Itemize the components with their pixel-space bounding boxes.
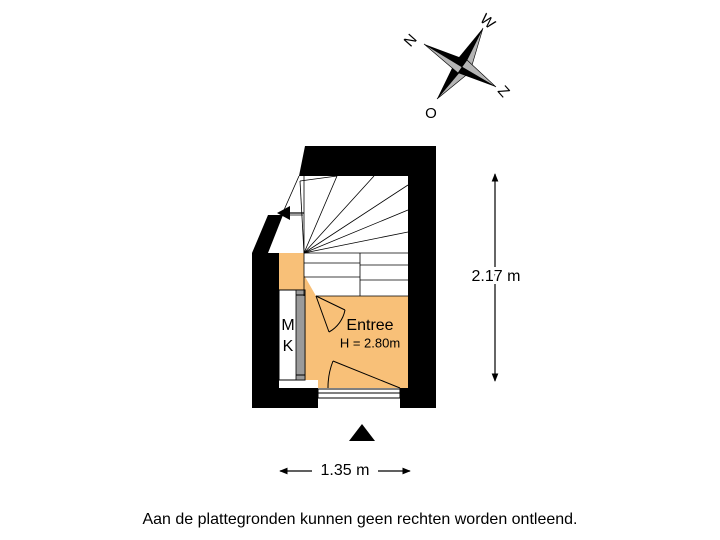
entrance-arrow-icon: [349, 424, 375, 441]
stair-direction-arrow-icon: [277, 206, 304, 220]
compass-east-label: O: [425, 105, 437, 122]
dimension-depth: 2.17 m: [469, 173, 523, 382]
compass-needle-icon: [423, 27, 497, 100]
front-door: [317, 360, 401, 399]
room-entree-height: H = 2.80m: [340, 335, 400, 350]
dimension-width-label: 1.35 m: [321, 462, 370, 479]
compass-north-label: N: [401, 31, 421, 50]
meter-cupboard-letter-k: K: [283, 338, 294, 355]
compass-west-label: W: [476, 11, 499, 34]
dimension-depth-label: 2.17 m: [472, 268, 521, 285]
room-entree-label: Entree: [346, 317, 393, 334]
room-entree-area: [279, 253, 408, 388]
walls: [252, 146, 436, 408]
disclaimer-text: Aan de plattegronden kunnen geen rechten…: [142, 511, 577, 528]
compass-south-label: Z: [494, 83, 513, 101]
meter-cupboard: M K: [278, 289, 306, 381]
inner-door: [315, 295, 346, 333]
meter-cupboard-letter-m: M: [281, 317, 294, 334]
compass-rose: W N Z O: [401, 11, 513, 122]
floor-plan: M K: [252, 146, 436, 408]
dimension-width: 1.35 m: [279, 462, 411, 479]
staircase: [283, 175, 409, 297]
